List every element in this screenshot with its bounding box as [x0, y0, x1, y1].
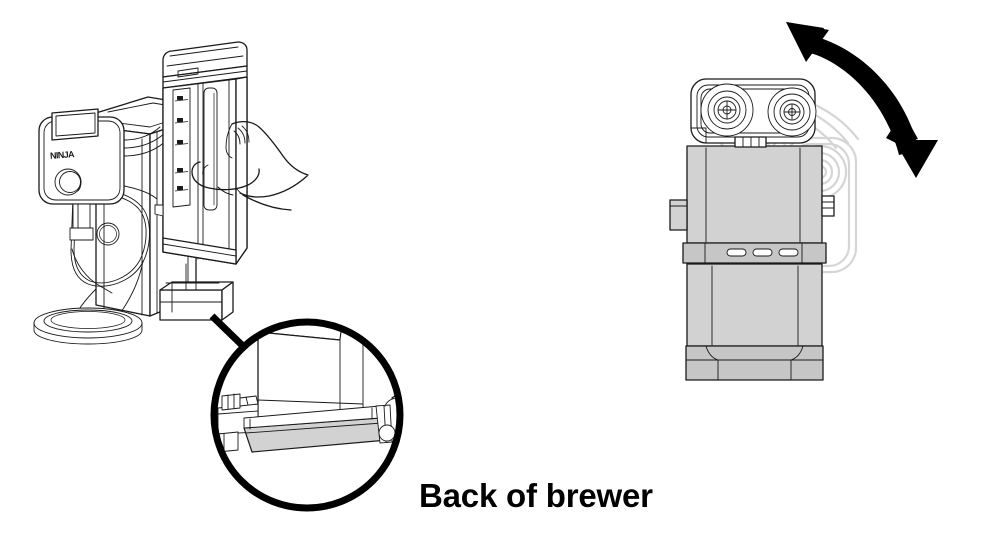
- body-lower-gray: [686, 263, 823, 347]
- rotation-arrow: [786, 22, 938, 178]
- top-lid-assembly[interactable]: [690, 78, 817, 148]
- water-reservoir[interactable]: [154, 41, 248, 291]
- rear-drawer-housing: [159, 281, 234, 321]
- carafe-and-base: [33, 248, 144, 345]
- body-upper-gray: [669, 145, 835, 264]
- brew-head-module: [38, 108, 169, 241]
- caption-back-of-brewer: Back of brewer: [419, 477, 653, 514]
- hand-grip-reservoir: [191, 120, 309, 211]
- back-of-brewer-detail-circle: [210, 318, 404, 512]
- round-fitting-right: [767, 87, 817, 137]
- callout-leader-line: [209, 313, 249, 352]
- round-fitting-left: [700, 83, 754, 137]
- reservoir-level-markings: [172, 87, 191, 208]
- ninja-logo: NINJA: [49, 149, 75, 161]
- base-plinth: [685, 345, 824, 381]
- vent-slots: [726, 248, 799, 257]
